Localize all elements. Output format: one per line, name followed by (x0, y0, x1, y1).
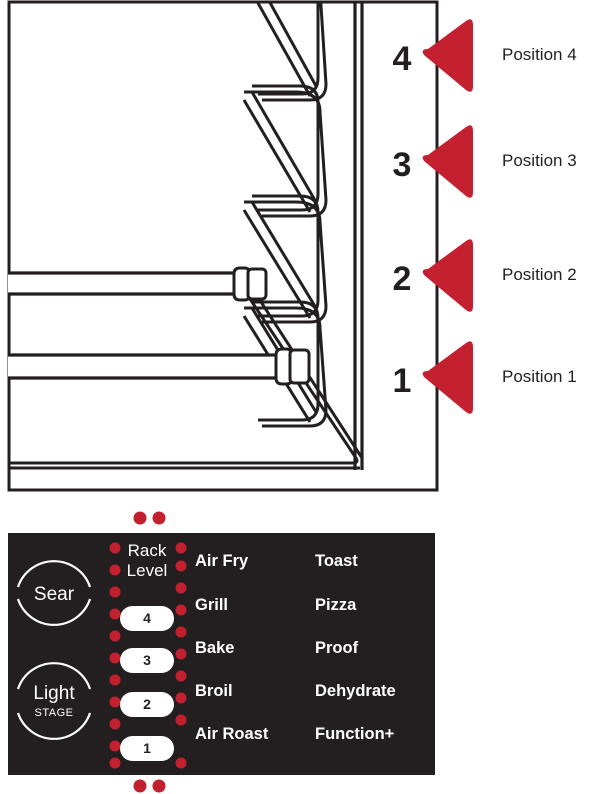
rack-level-button-3-label: 3 (143, 652, 151, 668)
rack-level-indicators-left (109, 542, 121, 769)
rack-indicator-right (175, 714, 187, 726)
rack-level-button-1-label: 1 (143, 740, 151, 756)
rack-level-indicators-right (175, 542, 187, 769)
rack-indicator-left (109, 608, 121, 620)
function-grill[interactable]: Grill (195, 596, 228, 614)
function-bake[interactable]: Bake (195, 639, 234, 657)
sear-dial-arc-bottom (16, 598, 92, 626)
oven-rack-shelf-lower (8, 347, 311, 386)
function-broil[interactable]: Broil (195, 682, 233, 700)
rack-indicator-right (175, 648, 187, 660)
position-marker-4: 4 Position 4 (393, 19, 577, 92)
rack-indicator-right (175, 626, 187, 638)
bottom-indicator-dot-1 (133, 779, 147, 793)
oven-control-panel: Sear Light STAGE (0, 500, 603, 794)
position-label-2: Position 2 (502, 265, 577, 284)
rack-indicator-left (109, 652, 121, 664)
rack-indicator-right (175, 670, 187, 682)
top-indicator-dot-1 (133, 511, 147, 525)
rack-indicator-left (109, 718, 121, 730)
top-indicator-dot-2 (152, 511, 166, 525)
rack-level-title-line1: Rack (128, 541, 167, 560)
bottom-indicator-dots (133, 779, 166, 793)
function-proof[interactable]: Proof (315, 639, 359, 657)
light-dial-arc-top (16, 662, 92, 690)
rack-level-title-line2: Level (127, 561, 168, 580)
rack-level-button-1[interactable]: 1 (120, 736, 174, 761)
rack-indicator-right (175, 560, 187, 572)
rack-indicator-right (175, 604, 187, 616)
position-marker-1: 1 Position 1 (393, 341, 577, 414)
position-arrow-1 (422, 341, 473, 414)
function-toast[interactable]: Toast (315, 552, 358, 570)
rack-indicator-right (175, 757, 187, 769)
function-pizza[interactable]: Pizza (315, 596, 357, 614)
rack-indicator-left (109, 757, 121, 769)
function-air-roast[interactable]: Air Roast (195, 725, 269, 743)
rack-level-button-4[interactable]: 4 (120, 606, 174, 631)
rack-level-title: Rack Level (127, 541, 168, 580)
panel-background (8, 533, 435, 775)
light-dial-label: Light (33, 683, 75, 704)
position-label-3: Position 3 (502, 151, 577, 170)
position-arrow-4 (422, 19, 473, 92)
rack-indicator-left (109, 542, 121, 554)
light-stage-dial[interactable]: Light STAGE (16, 662, 92, 740)
oven-rack-shelf-upper (8, 266, 268, 302)
function-plus[interactable]: Function+ (315, 725, 394, 743)
rack-guide-rails (242, 2, 328, 428)
rack-indicator-left (109, 740, 121, 752)
rack-indicator-left (109, 696, 121, 708)
rack-indicator-left (109, 564, 121, 576)
function-column-1: Air Fry Grill Bake Broil Air Roast (195, 552, 269, 743)
rack-indicator-left (109, 674, 121, 686)
function-dehydrate[interactable]: Dehydrate (315, 682, 396, 700)
top-indicator-dots (133, 511, 166, 525)
rack-level-button-2-label: 2 (143, 696, 151, 712)
rack-level-button-2[interactable]: 2 (120, 692, 174, 717)
function-column-2: Toast Pizza Proof Dehydrate Function+ (315, 552, 396, 743)
position-number-3: 3 (393, 146, 412, 184)
oven-rack-position-diagram: 4 Position 4 3 Position 3 2 Position 2 1… (7, 0, 577, 492)
rack-indicator-right (175, 692, 187, 704)
light-dial-arc-bottom (16, 712, 92, 740)
rack-level-button-3[interactable]: 3 (120, 648, 174, 673)
sear-dial[interactable]: Sear (16, 560, 92, 626)
position-marker-3: 3 Position 3 (393, 125, 577, 198)
sear-dial-label: Sear (34, 584, 75, 605)
position-number-1: 1 (393, 362, 412, 400)
oven-cavity-outline (7, 0, 439, 492)
position-number-4: 4 (393, 40, 412, 78)
rack-level-button-4-label: 4 (143, 610, 151, 626)
position-label-1: Position 1 (502, 367, 577, 386)
position-marker-2: 2 Position 2 (393, 239, 577, 312)
rack-indicator-right (175, 542, 187, 554)
bottom-indicator-dot-2 (152, 779, 166, 793)
rack-indicator-left (109, 586, 121, 598)
sear-dial-arc-top (16, 560, 92, 588)
function-air-fry[interactable]: Air Fry (195, 552, 249, 570)
rack-indicator-left (109, 630, 121, 642)
position-number-2: 2 (393, 260, 412, 298)
light-dial-sublabel: STAGE (35, 707, 74, 719)
position-label-4: Position 4 (502, 45, 577, 64)
position-arrow-3 (422, 125, 473, 198)
oven-side-wall (353, 2, 364, 470)
rack-indicator-right (175, 582, 187, 594)
position-arrow-2 (422, 239, 473, 312)
